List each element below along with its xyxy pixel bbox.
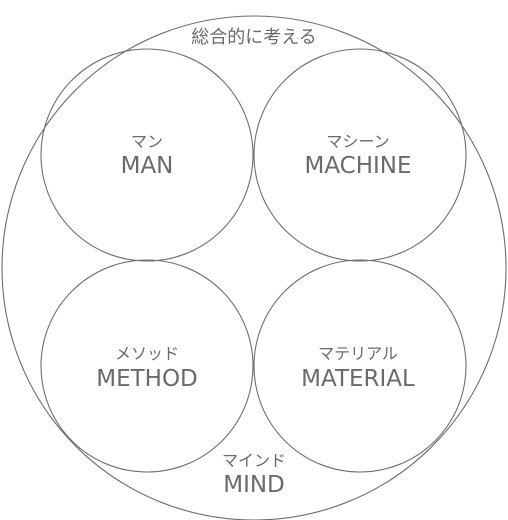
method-circle	[40, 259, 254, 473]
machine-label-jp: マシーン	[326, 132, 389, 151]
mind-label-en: MIND	[223, 472, 285, 498]
material-circle	[253, 259, 467, 473]
machine-circle	[253, 48, 467, 262]
outer-label: 総合的に考える	[191, 27, 316, 48]
mind-label-jp: マインド	[222, 451, 286, 470]
method-label-jp: メソッド	[115, 344, 179, 363]
material-label-jp: マテリアル	[318, 344, 398, 363]
man-label-en: MAN	[121, 153, 174, 179]
material-label-en: MATERIAL	[301, 366, 415, 392]
man-label-jp: マン	[131, 132, 163, 151]
method-label-en: METHOD	[96, 366, 198, 392]
machine-label-en: MACHINE	[304, 153, 411, 179]
outer-circle	[1, 15, 507, 520]
man-circle	[40, 48, 254, 262]
